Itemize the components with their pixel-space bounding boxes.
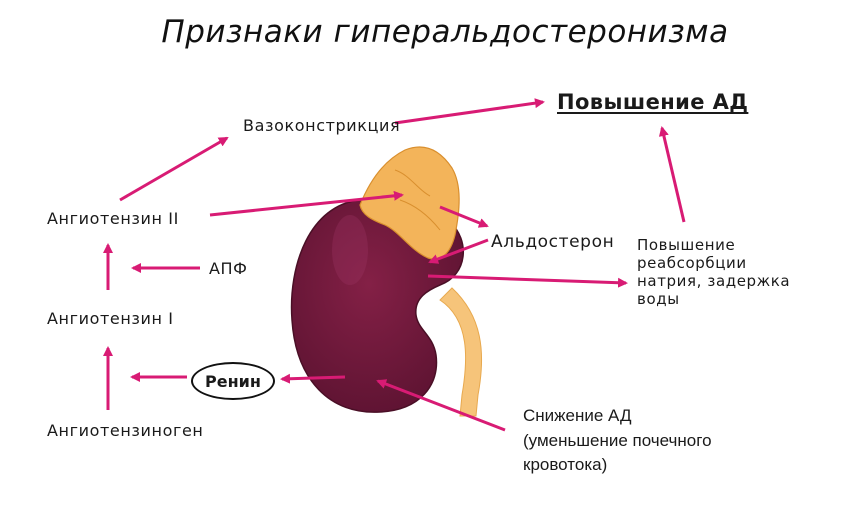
arrow-vasoconstriction-to-bp (394, 98, 545, 125)
node-bp-increase: Повышение АД (557, 90, 749, 114)
bp-decrease-line: кровотока) (523, 455, 608, 475)
arrow-ang2-to-adrenal (209, 190, 404, 217)
arrow-aldosterone-to-kidney (428, 238, 489, 264)
sodium-line: Повышение (637, 236, 736, 254)
arrow-kidney-to-renin (280, 373, 346, 384)
node-renin: Ренин (191, 362, 275, 400)
arrow-kidney-to-sodium (427, 274, 628, 288)
ureter (439, 287, 483, 417)
node-angiotensinogen: Ангиотензиноген (47, 421, 204, 440)
arrow-ang2-to-vasoconstriction (119, 136, 229, 202)
arrow-bp-decrease-to-kidney (376, 379, 506, 432)
sodium-line: воды (637, 290, 680, 308)
node-aldosterone: Альдостерон (491, 232, 615, 252)
node-sodium-reabsorption: Повышение реабсорбции натрия, задержка в… (637, 236, 790, 308)
sodium-line: натрия, задержка (637, 272, 791, 290)
arrow-sodium-to-bp (658, 126, 686, 223)
node-angiotensin-1: Ангиотензин I (47, 309, 174, 328)
node-vasoconstriction: Вазоконстрикция (243, 116, 401, 135)
adrenal-gland (359, 146, 460, 260)
arrow-adrenal-to-aldosterone (439, 205, 489, 228)
sodium-line: реабсорбции (637, 254, 747, 272)
node-ace: АПФ (209, 259, 248, 278)
node-angiotensin-2: Ангиотензин II (47, 209, 179, 228)
page-title: Признаки гиперальдостеронизма (161, 14, 729, 50)
bp-decrease-line: Снижение АД (523, 406, 632, 425)
bp-decrease-line: (уменьшение почечного (523, 430, 712, 450)
node-bp-decrease: Снижение АД (уменьшение почечного кровот… (523, 404, 712, 478)
